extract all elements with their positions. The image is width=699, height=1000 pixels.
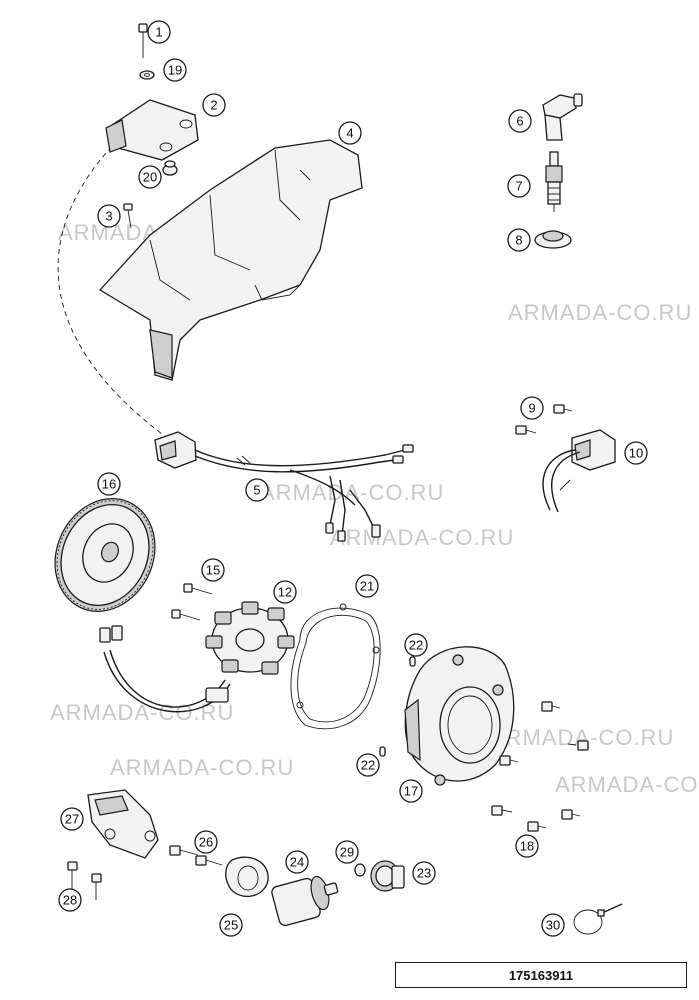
screws-part-28 (67, 861, 102, 900)
callout-23: 23 (412, 861, 436, 885)
svg-text:27: 27 (65, 812, 79, 827)
svg-text:6: 6 (516, 114, 523, 129)
svg-text:3: 3 (105, 209, 112, 224)
wiring-harness-part-5 (154, 431, 414, 542)
callout-26: 26 (194, 830, 218, 854)
ignition-coil-part-10 (542, 429, 616, 513)
dowel-pins-part-22 (379, 656, 416, 757)
svg-text:2: 2 (210, 98, 217, 113)
svg-text:26: 26 (199, 835, 213, 850)
callout-30: 30 (541, 913, 565, 937)
svg-text:17: 17 (404, 784, 418, 799)
leader-line (57, 139, 171, 441)
callout-12: 12 (273, 580, 297, 604)
starter-bracket-part-27 (87, 789, 159, 859)
grommet-part-20 (162, 160, 178, 176)
callout-19: 19 (163, 58, 187, 82)
reference-number-box: 175163911 (395, 962, 687, 988)
callout-7: 7 (507, 174, 531, 198)
callout-1: 1 (147, 20, 171, 44)
svg-text:25: 25 (224, 918, 238, 933)
watermarks: ARMADA-CO.RU ARMADA-CO.RU ARMADA-CO.RU A… (50, 220, 699, 797)
callout-18: 18 (515, 834, 539, 858)
seal-part-8 (534, 230, 572, 249)
screws-part-26 (169, 845, 223, 866)
svg-text:8: 8 (515, 233, 522, 248)
spacer-part-29 (354, 863, 366, 877)
svg-text:20: 20 (143, 170, 157, 185)
svg-text:9: 9 (528, 401, 535, 416)
screws-part-9 (515, 404, 573, 435)
svg-text:1: 1 (155, 25, 162, 40)
watermark-4: ARMADA-CO.RU (330, 525, 514, 550)
reference-number: 175163911 (508, 967, 574, 983)
svg-text:7: 7 (515, 179, 522, 194)
callout-25: 25 (219, 913, 243, 937)
washer-part-19 (139, 70, 155, 80)
flywheel-part-16 (54, 498, 156, 612)
screws-part-15 (171, 583, 213, 621)
starter-motor-part-24 (271, 875, 339, 927)
svg-text:24: 24 (290, 855, 304, 870)
svg-text:18: 18 (520, 839, 534, 854)
cable-tie-part-30 (573, 903, 623, 935)
callout-6: 6 (508, 109, 532, 133)
svg-text:12: 12 (278, 585, 292, 600)
svg-text:5: 5 (253, 483, 260, 498)
callout-22-bottom: 22 (356, 753, 380, 777)
svg-text:4: 4 (346, 126, 353, 141)
callout-15: 15 (201, 558, 225, 582)
callout-27: 27 (60, 807, 84, 831)
callout-17: 17 (399, 779, 423, 803)
stator-part-12 (99, 601, 295, 713)
control-unit-part-2 (105, 99, 199, 161)
callout-2: 2 (202, 93, 226, 117)
callout-16: 16 (97, 472, 121, 496)
callout-24: 24 (285, 850, 309, 874)
callout-10: 10 (624, 441, 648, 465)
svg-text:21: 21 (360, 579, 374, 594)
callout-4: 4 (338, 121, 362, 145)
spark-plug-part-7 (545, 151, 563, 212)
svg-text:30: 30 (546, 918, 560, 933)
svg-text:15: 15 (206, 563, 220, 578)
callout-9: 9 (520, 396, 544, 420)
callout-22-top: 22 (404, 633, 428, 657)
svg-text:10: 10 (629, 446, 643, 461)
clamp-part-25 (225, 856, 269, 898)
electronics-box-part-4 (98, 139, 363, 381)
svg-text:19: 19 (168, 63, 182, 78)
callout-29: 29 (335, 840, 359, 864)
callouts: 1 19 2 20 3 4 6 7 (58, 20, 648, 937)
watermark-2: ARMADA-CO.RU (508, 300, 692, 325)
watermark-6: ARMADA-CO.RU (110, 755, 294, 780)
svg-text:28: 28 (63, 893, 77, 908)
callout-20: 20 (138, 165, 162, 189)
callout-8: 8 (507, 228, 531, 252)
screw-part-3 (123, 203, 133, 229)
watermark-8: ARMADA-CO.RU (555, 772, 699, 797)
svg-text:16: 16 (102, 477, 116, 492)
svg-text:29: 29 (340, 845, 354, 860)
callout-3: 3 (97, 204, 121, 228)
spark-plug-cap-part-6 (542, 93, 583, 141)
callout-5: 5 (245, 478, 269, 502)
callout-21: 21 (355, 574, 379, 598)
screw-part-1 (138, 23, 148, 58)
starter-gear-part-23 (370, 860, 405, 892)
svg-text:23: 23 (417, 866, 431, 881)
screws-part-18 (491, 701, 589, 832)
svg-text:22: 22 (361, 758, 375, 773)
ignition-cover-part-17 (404, 646, 515, 786)
watermark-5: ARMADA-CO.RU (50, 700, 234, 725)
gasket-part-21 (290, 603, 381, 730)
callout-28: 28 (58, 888, 82, 912)
svg-text:22: 22 (409, 638, 423, 653)
